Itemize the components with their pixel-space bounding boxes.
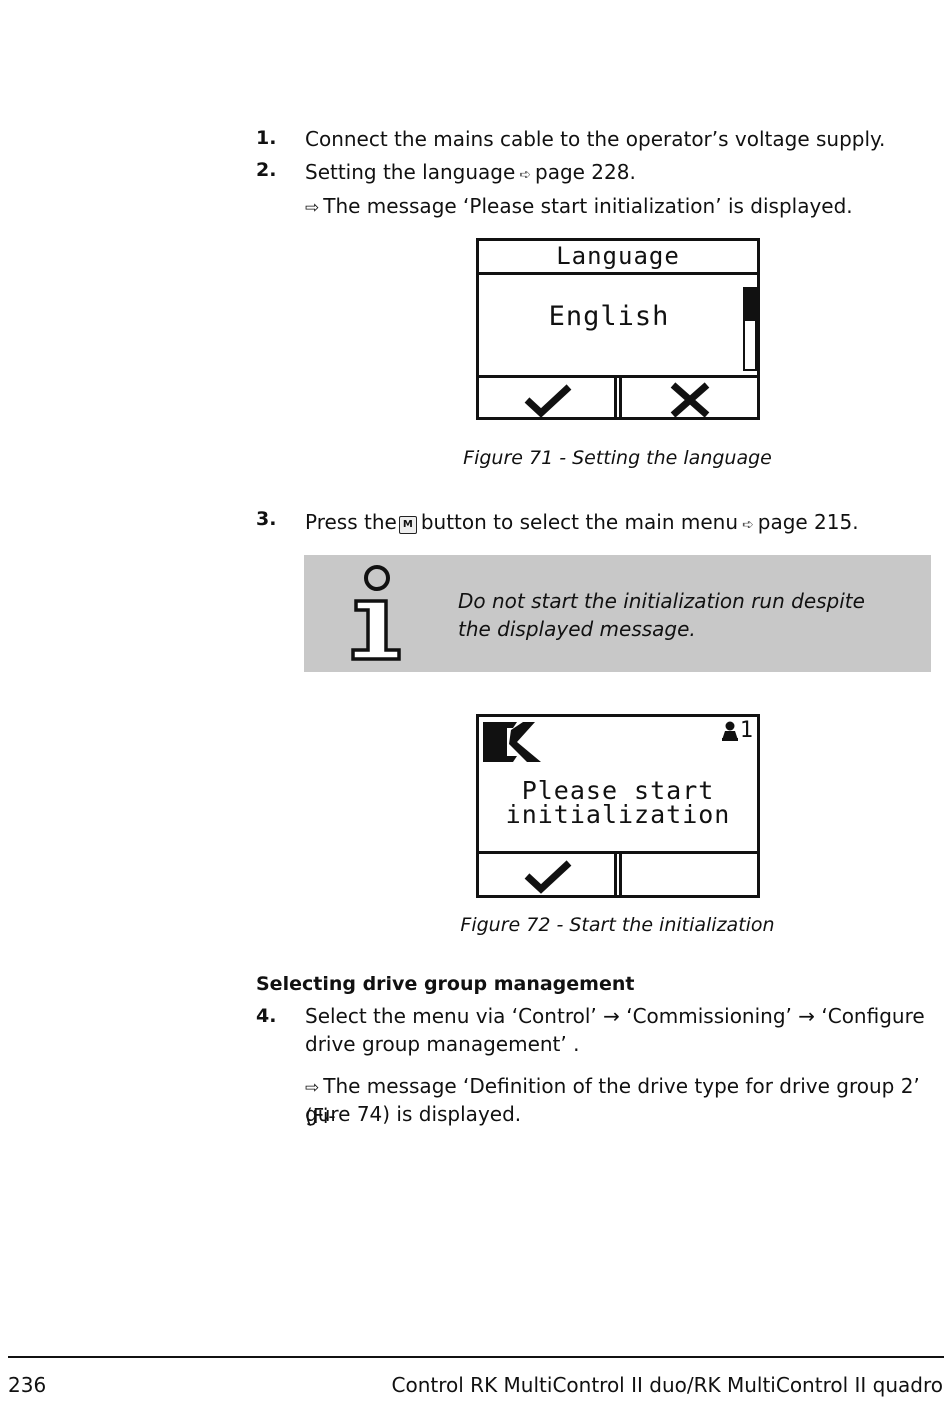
menu-key-icon: M bbox=[398, 516, 417, 534]
step-number: 1. bbox=[256, 127, 277, 149]
user-icon bbox=[721, 721, 738, 741]
language-value: English bbox=[548, 301, 670, 332]
step-text-line2: drive group management’ . bbox=[305, 1032, 580, 1056]
step-text: Connect the mains cable to the operator’… bbox=[305, 127, 886, 151]
result-arrow-icon: ⇨ bbox=[305, 1078, 320, 1098]
user-level: 1 bbox=[739, 718, 753, 743]
footer-divider bbox=[8, 1356, 944, 1358]
document-title: Control RK MultiControl II duo/RK MultiC… bbox=[391, 1373, 943, 1397]
confirm-softkey[interactable] bbox=[479, 378, 617, 420]
result-text: The message ‘Definition of the drive typ… bbox=[305, 1074, 920, 1128]
checkmark-icon bbox=[524, 384, 572, 418]
figure-caption: Figure 72 - Start the initialization bbox=[460, 914, 775, 936]
step-result-line2: gure 74) is displayed. bbox=[305, 1102, 522, 1126]
step-text-label: Press the bbox=[305, 510, 397, 534]
result-arrow-icon: ⇨ bbox=[305, 198, 320, 218]
cancel-softkey[interactable] bbox=[619, 378, 760, 420]
softkey-bar bbox=[479, 851, 757, 898]
info-icon bbox=[351, 565, 401, 661]
step-text-label: Setting the language bbox=[305, 160, 516, 184]
step-text: Setting the language➪page 228. bbox=[305, 158, 636, 189]
figure-caption: Figure 71 - Setting the language bbox=[463, 447, 772, 469]
info-note: Do not start the initialization run desp… bbox=[304, 555, 931, 672]
language-screen: Language English bbox=[476, 238, 760, 420]
page-reference-icon: ➪ bbox=[519, 167, 531, 183]
page-reference-link[interactable]: page 228. bbox=[535, 160, 636, 184]
checkmark-icon bbox=[524, 860, 572, 894]
section-heading: Selecting drive group management bbox=[256, 973, 635, 995]
step-number: 3. bbox=[256, 508, 277, 530]
step-text-line1: Select the menu via ‘Control’ → ‘Commiss… bbox=[305, 1004, 925, 1028]
result-text: The message ‘Please start initialization… bbox=[323, 194, 853, 218]
initialization-screen: 1 Please start initialization bbox=[476, 714, 760, 898]
step-result-line1: ⇨The message ‘Definition of the drive ty… bbox=[305, 1072, 950, 1130]
step-number: 2. bbox=[256, 159, 277, 181]
close-icon bbox=[670, 382, 710, 418]
rk-logo bbox=[483, 722, 541, 762]
softkey-bar bbox=[479, 375, 757, 420]
scrollbar-thumb[interactable] bbox=[745, 289, 755, 321]
init-message-line1: Please start bbox=[521, 776, 715, 805]
screen-title: Language bbox=[479, 241, 757, 275]
page-reference-icon: ➪ bbox=[742, 517, 754, 533]
init-message-line2: initialization bbox=[505, 800, 731, 829]
scrollbar[interactable] bbox=[743, 287, 757, 371]
page-reference-link[interactable]: page 215. bbox=[757, 510, 859, 534]
page-number: 236 bbox=[8, 1373, 47, 1397]
step-result: ⇨The message ‘Please start initializatio… bbox=[305, 192, 853, 222]
step-number: 4. bbox=[256, 1005, 277, 1027]
user-status: 1 bbox=[721, 718, 753, 743]
empty-softkey[interactable] bbox=[619, 854, 760, 898]
note-text: Do not start the initialization run desp… bbox=[458, 589, 865, 641]
step-text-label: button to select the main menu bbox=[420, 510, 739, 534]
confirm-softkey[interactable] bbox=[479, 854, 617, 898]
